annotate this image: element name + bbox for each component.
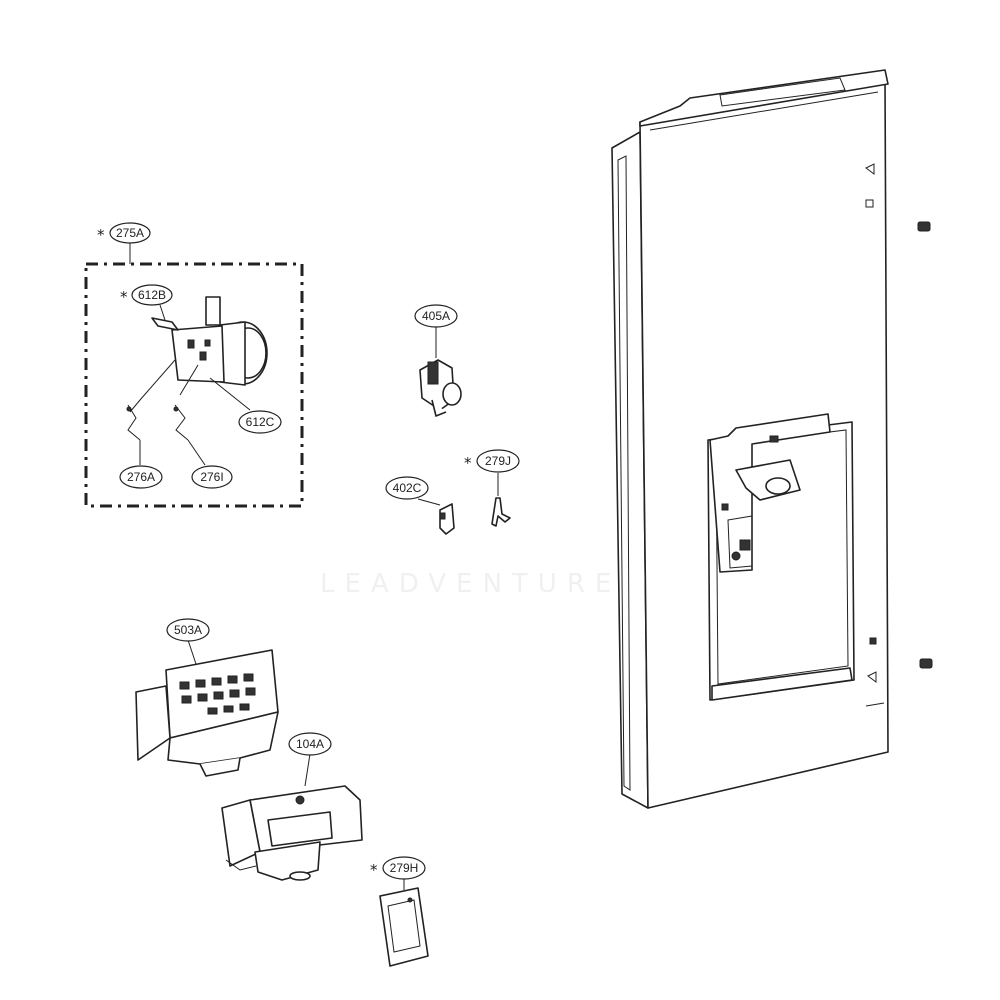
part-279H-cover (379, 878, 429, 967)
callout-503A: 503A (166, 618, 210, 642)
asterisk-279H: * (370, 861, 378, 879)
door-marker-arrow-upper (865, 163, 875, 175)
watermark: LEADVENTURE (320, 569, 621, 599)
label-104A: 104A (296, 737, 324, 751)
door-dispenser-recess (707, 413, 855, 701)
door-marker-square-upper (865, 199, 874, 208)
part-612C-motor (171, 296, 268, 411)
callout-612B: * 612B (120, 284, 173, 306)
label-279H: 279H (390, 861, 419, 875)
door-marker-arrow-lower (867, 671, 877, 683)
door-marker-square-lower (869, 637, 877, 645)
callout-279J: * 279J (464, 449, 520, 473)
button-grid (179, 673, 256, 715)
part-276A-spring (126, 359, 176, 465)
label-276A: 276A (127, 470, 155, 484)
label-503A: 503A (174, 623, 202, 637)
callout-276A: 276A (119, 465, 163, 489)
label-612C: 612C (246, 415, 275, 429)
assembly-275A-group (84, 242, 304, 508)
asterisk-275A: * (97, 226, 105, 244)
refrigerator-door (611, 69, 933, 809)
part-402C-bracket (417, 498, 455, 535)
label-275A: 275A (116, 226, 144, 240)
label-612B: 612B (138, 288, 166, 302)
callout-275A: * 275A (97, 222, 151, 244)
part-279J-lever (491, 473, 511, 527)
callout-612C: 612C (238, 410, 282, 434)
callout-402C: 402C (385, 476, 429, 500)
asterisk-279J: * (464, 454, 472, 472)
assembly-275A-boundary (84, 262, 304, 508)
hinge-screw-upper (917, 221, 931, 232)
asterisk-612B: * (120, 288, 128, 306)
callout-276I: 276I (191, 465, 233, 489)
label-276I: 276I (200, 470, 223, 484)
callout-279H: * 279H (370, 856, 426, 880)
label-402C: 402C (393, 481, 422, 495)
callout-104A: 104A (288, 732, 332, 756)
part-405A-valve (419, 327, 462, 417)
label-279J: 279J (485, 454, 511, 468)
part-503A-control-panel (135, 639, 279, 777)
callout-405A: 405A (414, 304, 458, 328)
part-276I-spring (173, 364, 206, 466)
hinge-screw-lower (919, 658, 933, 669)
part-612B-clip (151, 304, 179, 331)
label-405A: 405A (422, 309, 450, 323)
part-104A-dispenser-housing (221, 753, 363, 881)
door-top-cap (639, 69, 889, 127)
